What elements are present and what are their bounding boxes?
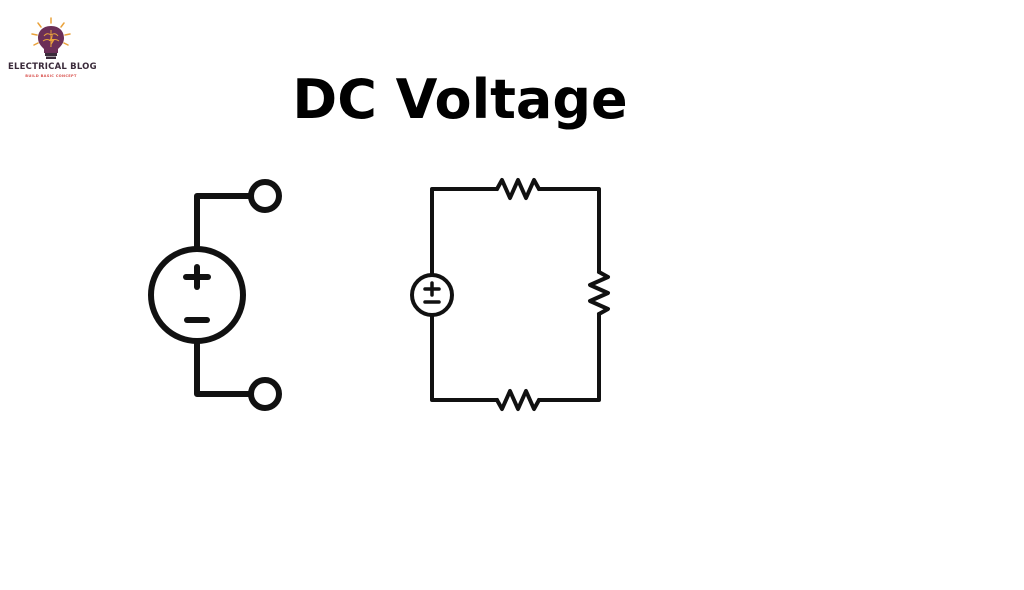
dc-source-symbol [148, 179, 282, 411]
circuit-source-circle [410, 273, 454, 317]
bottom-resistor [495, 389, 541, 411]
plus-minus-icon [423, 281, 441, 304]
page-title: DC Voltage [292, 68, 628, 131]
lightbulb-icon [31, 17, 71, 59]
logo-tagline: BUILD BASIC CONCEPT [25, 74, 77, 78]
top-lead-wire [194, 193, 253, 251]
right-resistor [588, 270, 610, 316]
left-lower-wire [430, 314, 499, 402]
top-terminal [248, 179, 282, 213]
left-upper-wire [430, 187, 499, 276]
logo-title: ELECTRICAL BLOG [8, 62, 97, 72]
brand-logo[interactable]: ELECTRICAL BLOG BUILD BASIC CONCEPT [8, 14, 97, 84]
top-resistor [495, 178, 541, 200]
bottom-lead-wire [194, 339, 253, 397]
plus-sign-icon [183, 264, 211, 290]
top-right-wire [537, 187, 601, 274]
source-circle [148, 246, 246, 344]
bottom-right-wire [537, 312, 601, 402]
dc-circuit [410, 178, 610, 411]
bottom-terminal [248, 377, 282, 411]
